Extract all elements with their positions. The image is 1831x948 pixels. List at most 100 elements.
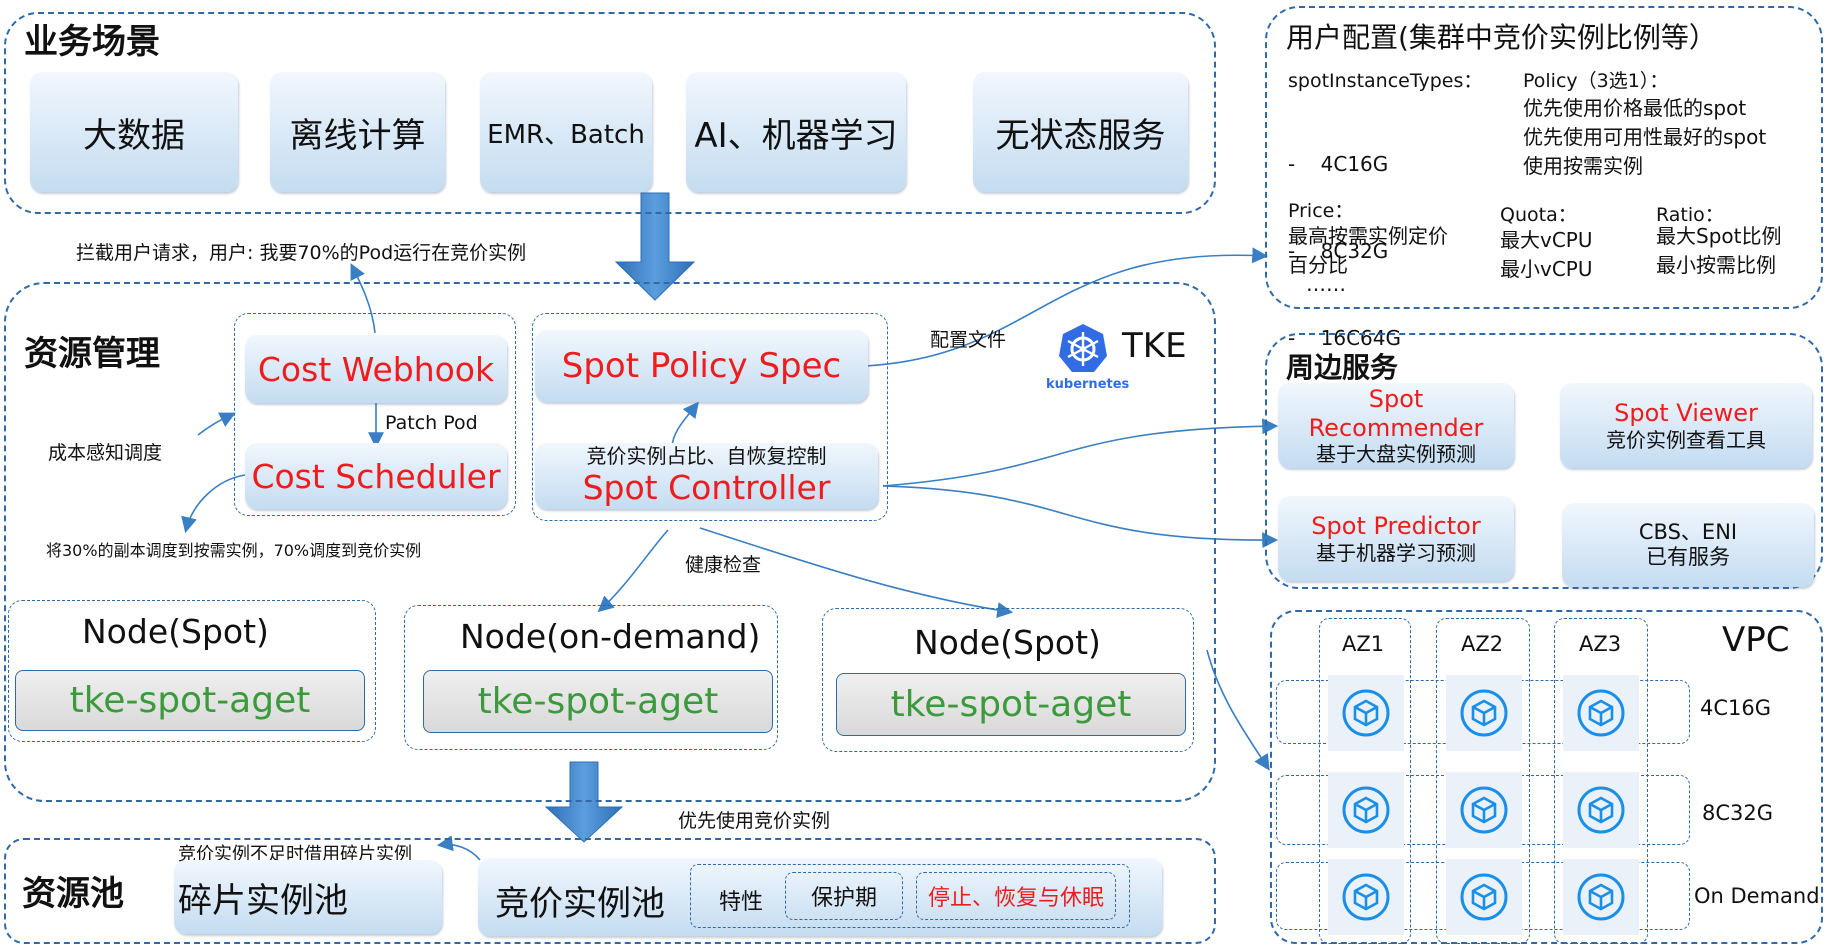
- cvm-instance-icon[interactable]: [1446, 675, 1522, 751]
- cbs-eni-box[interactable]: CBS、ENI 已有服务: [1562, 503, 1814, 587]
- price-label: Price：: [1288, 200, 1354, 222]
- az2-column: [1436, 618, 1530, 944]
- cost-group: [234, 313, 516, 516]
- vpc-row-label-8c32g: 8C32G: [1702, 801, 1774, 825]
- ellipsis: ……: [1306, 272, 1346, 296]
- ratio-item: 最小按需比例: [1656, 253, 1776, 277]
- spot-recommender-box[interactable]: Spot Recommender 基于大盘实例预测: [1278, 383, 1514, 468]
- node-spot-2-title: Node(Spot): [914, 623, 1101, 662]
- resource-pool-panel: [4, 838, 1216, 944]
- resource-management-panel: [4, 282, 1216, 802]
- stop-resume-hibernate-box[interactable]: 停止、恢复与休眠: [916, 872, 1116, 920]
- vpc-title: VPC: [1722, 620, 1790, 660]
- instance-types-label: spotInstanceTypes：: [1288, 70, 1483, 92]
- node-spot-2-agent[interactable]: tke-spot-aget: [836, 673, 1186, 736]
- cvm-instance-icon[interactable]: [1446, 859, 1522, 935]
- cvm-instance-icon[interactable]: [1328, 675, 1404, 751]
- spot-predictor-desc: 基于机器学习预测: [1316, 540, 1476, 565]
- scenario-ai-ml[interactable]: AI、机器学习: [686, 72, 906, 192]
- instance-type-item: - 8C32G: [1288, 239, 1389, 263]
- business-scenario-panel: [4, 12, 1216, 214]
- az1-column: [1319, 618, 1411, 944]
- price-list: 最高按需实例定价 百分比: [1288, 222, 1448, 280]
- policy-item: 使用按需实例: [1523, 154, 1643, 178]
- scenario-emr-batch[interactable]: EMR、Batch: [480, 72, 652, 192]
- protection-period-box[interactable]: 保护期: [785, 872, 903, 920]
- tke-label: TKE: [1122, 326, 1187, 366]
- fragment-pool-box[interactable]: 碎片实例池: [174, 860, 442, 934]
- node-spot-1-agent[interactable]: tke-spot-aget: [15, 670, 365, 731]
- az3-column: [1554, 618, 1648, 944]
- cvm-instance-icon[interactable]: [1563, 772, 1639, 848]
- quota-label: Quota：: [1500, 204, 1577, 226]
- az1-label: AZ1: [1342, 632, 1385, 656]
- kubernetes-label: kubernetes: [1046, 377, 1130, 392]
- schedule-note: 将30%的副本调度到按需实例，70%调度到竞价实例: [46, 541, 422, 560]
- spot-recommender-desc: 基于大盘实例预测: [1316, 442, 1476, 467]
- scenario-stateless[interactable]: 无状态服务: [973, 72, 1188, 192]
- controller-desc: 竞价实例占比、自恢复控制: [586, 444, 827, 469]
- patch-pod-label: Patch Pod: [385, 412, 478, 434]
- policy-list: 优先使用价格最低的spot 优先使用可用性最好的spot 使用按需实例: [1523, 94, 1766, 181]
- cbs-eni-name: CBS、ENI: [1638, 519, 1738, 544]
- policy-item: 优先使用可用性最好的spot: [1523, 125, 1767, 149]
- spot-predictor-name: Spot Predictor: [1311, 512, 1481, 541]
- spot-recommender-name: Spot Recommender: [1308, 384, 1484, 442]
- scenario-offline-compute[interactable]: 离线计算: [270, 72, 445, 192]
- resource-management-title: 资源管理: [24, 334, 160, 374]
- spot-controller-box[interactable]: 竞价实例占比、自恢复控制 Spot Controller: [535, 443, 878, 509]
- cvm-instance-icon[interactable]: [1328, 859, 1404, 935]
- peripheral-services-title: 周边服务: [1286, 351, 1399, 384]
- price-item: 最高按需实例定价: [1288, 224, 1448, 248]
- mgmt-to-vpc-arrow: [1206, 649, 1270, 771]
- business-scenario-title: 业务场景: [24, 22, 160, 62]
- spot-pool-box[interactable]: [478, 858, 1162, 936]
- scenario-big-data[interactable]: 大数据: [30, 72, 238, 192]
- instance-type-item: - 4C16G: [1288, 152, 1389, 176]
- spot-predictor-box[interactable]: Spot Predictor 基于机器学习预测: [1278, 496, 1514, 581]
- feature-group: [690, 864, 1130, 928]
- user-config-title: 用户配置(集群中竞价实例比例等）: [1286, 21, 1717, 54]
- node-spot-1[interactable]: [8, 600, 376, 742]
- spot-viewer-box[interactable]: Spot Viewer 竞价实例查看工具: [1560, 383, 1812, 468]
- config-file-label: 配置文件: [930, 329, 1007, 351]
- spot-controller-label: Spot Controller: [582, 468, 831, 508]
- cost-webhook-box[interactable]: Cost Webhook: [245, 335, 507, 403]
- cvm-instance-icon[interactable]: [1328, 772, 1404, 848]
- spot-viewer-name: Spot Viewer: [1614, 399, 1758, 428]
- node-ondemand-title: Node(on-demand): [460, 617, 761, 656]
- spot-policy-spec-box[interactable]: Spot Policy Spec: [535, 330, 868, 402]
- user-config-panel: [1265, 6, 1823, 309]
- ratio-item: 最大Spot比例: [1656, 224, 1782, 248]
- node-spot-2[interactable]: [822, 608, 1194, 752]
- node-spot-1-title: Node(Spot): [82, 612, 269, 651]
- ratio-list: 最大Spot比例 最小按需比例: [1656, 222, 1781, 280]
- quota-item: 最小vCPU: [1500, 257, 1593, 281]
- cost-scheduler-box[interactable]: Cost Scheduler: [245, 443, 507, 509]
- node-ondemand-agent[interactable]: tke-spot-aget: [423, 670, 773, 733]
- kubernetes-icon: [1057, 322, 1109, 374]
- vpc-row-label-ondemand: On Demand: [1694, 884, 1820, 908]
- intercept-note: 拦截用户请求，用户: 我要70%的Pod运行在竞价实例: [76, 242, 527, 264]
- spot-policy-group: [532, 313, 888, 521]
- node-ondemand[interactable]: [404, 605, 778, 750]
- az2-label: AZ2: [1461, 632, 1504, 656]
- quota-list: 最大vCPU 最小vCPU: [1500, 226, 1593, 284]
- vpc-row-label-4c16g: 4C16G: [1700, 696, 1772, 720]
- cbs-eni-desc: 已有服务: [1646, 545, 1730, 569]
- cvm-instance-icon[interactable]: [1446, 772, 1522, 848]
- ratio-label: Ratio：: [1656, 204, 1724, 226]
- peripheral-services-panel: [1265, 333, 1823, 589]
- health-check-label: 健康检查: [685, 554, 762, 576]
- vpc-panel: [1270, 610, 1823, 944]
- quota-item: 最大vCPU: [1500, 228, 1593, 252]
- borrow-note: 竞价实例不足时借用碎片实例: [178, 844, 412, 865]
- cost-aware-label: 成本感知调度: [48, 442, 163, 464]
- cvm-instance-icon[interactable]: [1563, 859, 1639, 935]
- az3-label: AZ3: [1579, 632, 1622, 656]
- cvm-instance-icon[interactable]: [1563, 675, 1639, 751]
- feature-label: 特性: [719, 890, 764, 915]
- policy-label: Policy（3选1）：: [1523, 70, 1669, 92]
- policy-item: 优先使用价格最低的spot: [1523, 96, 1747, 120]
- prefer-spot-label: 优先使用竞价实例: [678, 810, 831, 832]
